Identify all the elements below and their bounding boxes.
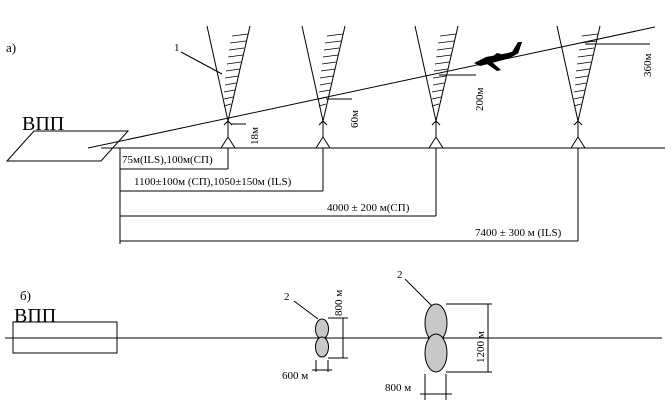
part-b-label: б) xyxy=(20,288,31,303)
marker-beam-3 xyxy=(414,25,459,149)
distance-3-label: 4000 ± 200 м(СП) xyxy=(327,202,410,214)
aircraft-icon xyxy=(474,42,522,71)
callout-2-small-leader xyxy=(293,300,319,320)
small-zone-width: 600 м xyxy=(282,370,308,382)
height-60-label: 60м xyxy=(349,110,361,128)
runway-a xyxy=(5,130,130,162)
marker-beam-1 xyxy=(206,25,251,149)
callout-2-large: 2 xyxy=(397,269,403,281)
height-200-label: 200м xyxy=(474,88,486,112)
callout-2-small: 2 xyxy=(284,291,290,303)
marker-beam-4 xyxy=(556,25,601,149)
marker-zone-small xyxy=(312,317,348,372)
distance-4-label: 7400 ± 300 м (ILS) xyxy=(475,227,562,239)
callout-1: 1 xyxy=(174,42,180,54)
distance-2-label: 1100±100м (СП),1050±150м (ILS) xyxy=(134,176,292,188)
marker-zone-large xyxy=(420,303,492,400)
runway-b-label: ВПП xyxy=(14,305,56,327)
glide-path-line xyxy=(87,26,656,149)
runway-b xyxy=(12,321,118,354)
marker-beam-2 xyxy=(301,25,346,149)
callout-2-large-leader xyxy=(404,278,433,307)
large-zone-height: 1200 м xyxy=(475,331,487,363)
height-18-label: 18м xyxy=(249,127,261,145)
small-zone-height: 800 м xyxy=(333,290,345,316)
distance-1-label: 75м(ILS),100м(СП) xyxy=(122,154,213,166)
height-360-label: 360м xyxy=(642,54,654,78)
part-a-label: а) xyxy=(6,40,16,55)
callout-1-leader xyxy=(180,51,223,75)
runway-a-label: ВПП xyxy=(22,113,64,135)
large-zone-width: 800 м xyxy=(385,382,411,394)
